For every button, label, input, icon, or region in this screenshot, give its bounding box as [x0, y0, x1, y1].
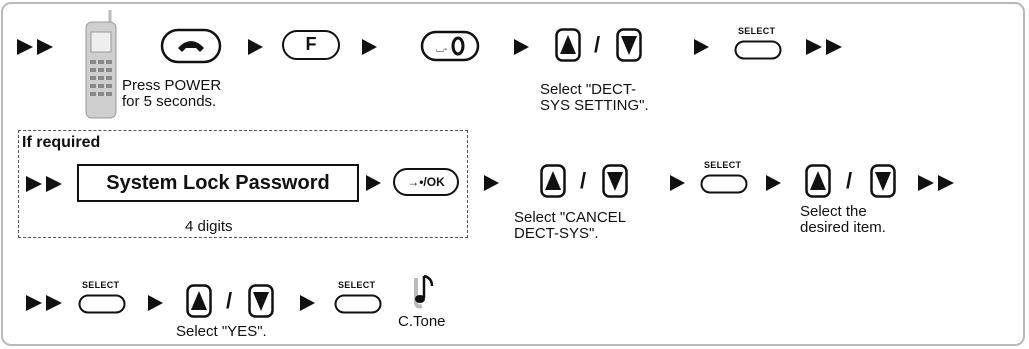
confirmation-tone-caption: C.Tone	[398, 313, 446, 330]
system-lock-password-box[interactable]: System Lock Password	[77, 164, 359, 202]
function-key-icon[interactable]: F	[282, 30, 340, 60]
select-yes-caption: Select "YES".	[176, 323, 267, 340]
arrow-icon	[484, 174, 500, 192]
talk-key-icon[interactable]	[160, 28, 222, 69]
arrow-icon	[766, 174, 782, 192]
select-key-icon[interactable]: SELECT	[334, 280, 384, 316]
arrow-icon	[362, 38, 378, 56]
double-arrow-icon	[918, 173, 958, 193]
optional-step-box	[18, 130, 468, 238]
select-dect-sys-setting-caption: Select "DECT- SYS SETTING".	[540, 81, 649, 114]
svg-text:⌴-: ⌴-	[436, 44, 447, 55]
arrow-icon	[514, 38, 530, 56]
arrow-icon	[694, 38, 710, 56]
optional-title: If required	[22, 134, 101, 151]
select-key-label: SELECT	[704, 160, 742, 170]
zero-key-icon[interactable]: ⌴-	[420, 30, 480, 67]
handset-icon	[80, 8, 122, 125]
down-key-icon[interactable]	[602, 164, 628, 203]
select-key-icon[interactable]: SELECT	[78, 280, 128, 316]
slash: /	[846, 168, 853, 193]
digits-caption: 4 digits	[185, 218, 233, 235]
up-key-icon[interactable]	[805, 164, 831, 203]
power-caption: Press POWER for 5 seconds.	[122, 77, 222, 110]
select-key-label: SELECT	[82, 280, 120, 290]
up-key-icon[interactable]	[186, 284, 212, 323]
arrow-icon	[670, 174, 686, 192]
select-key-icon[interactable]: SELECT	[734, 26, 784, 62]
arrow-icon	[300, 294, 316, 312]
slash: /	[226, 288, 233, 313]
down-key-icon[interactable]	[248, 284, 274, 323]
up-key-icon[interactable]	[540, 164, 566, 203]
select-key-label: SELECT	[338, 280, 376, 290]
slash: /	[580, 168, 587, 193]
double-arrow-icon	[26, 174, 66, 194]
arrow-icon	[366, 174, 382, 192]
slash: /	[594, 32, 601, 57]
music-note-icon	[410, 272, 440, 317]
select-key-icon[interactable]: SELECT	[700, 160, 750, 196]
select-key-label: SELECT	[738, 26, 776, 36]
ok-key-icon[interactable]: →•/OK	[393, 168, 459, 196]
select-cancel-caption: Select "CANCEL DECT-SYS".	[514, 209, 627, 242]
double-arrow-icon	[26, 293, 66, 313]
arrow-icon	[148, 294, 164, 312]
double-arrow-icon	[17, 37, 57, 57]
select-desired-item-caption: Select the desired item.	[800, 203, 886, 236]
up-key-icon[interactable]	[555, 28, 581, 67]
arrow-icon	[248, 38, 264, 56]
down-key-icon[interactable]	[616, 28, 642, 67]
down-key-icon[interactable]	[870, 164, 896, 203]
double-arrow-icon	[806, 37, 846, 57]
